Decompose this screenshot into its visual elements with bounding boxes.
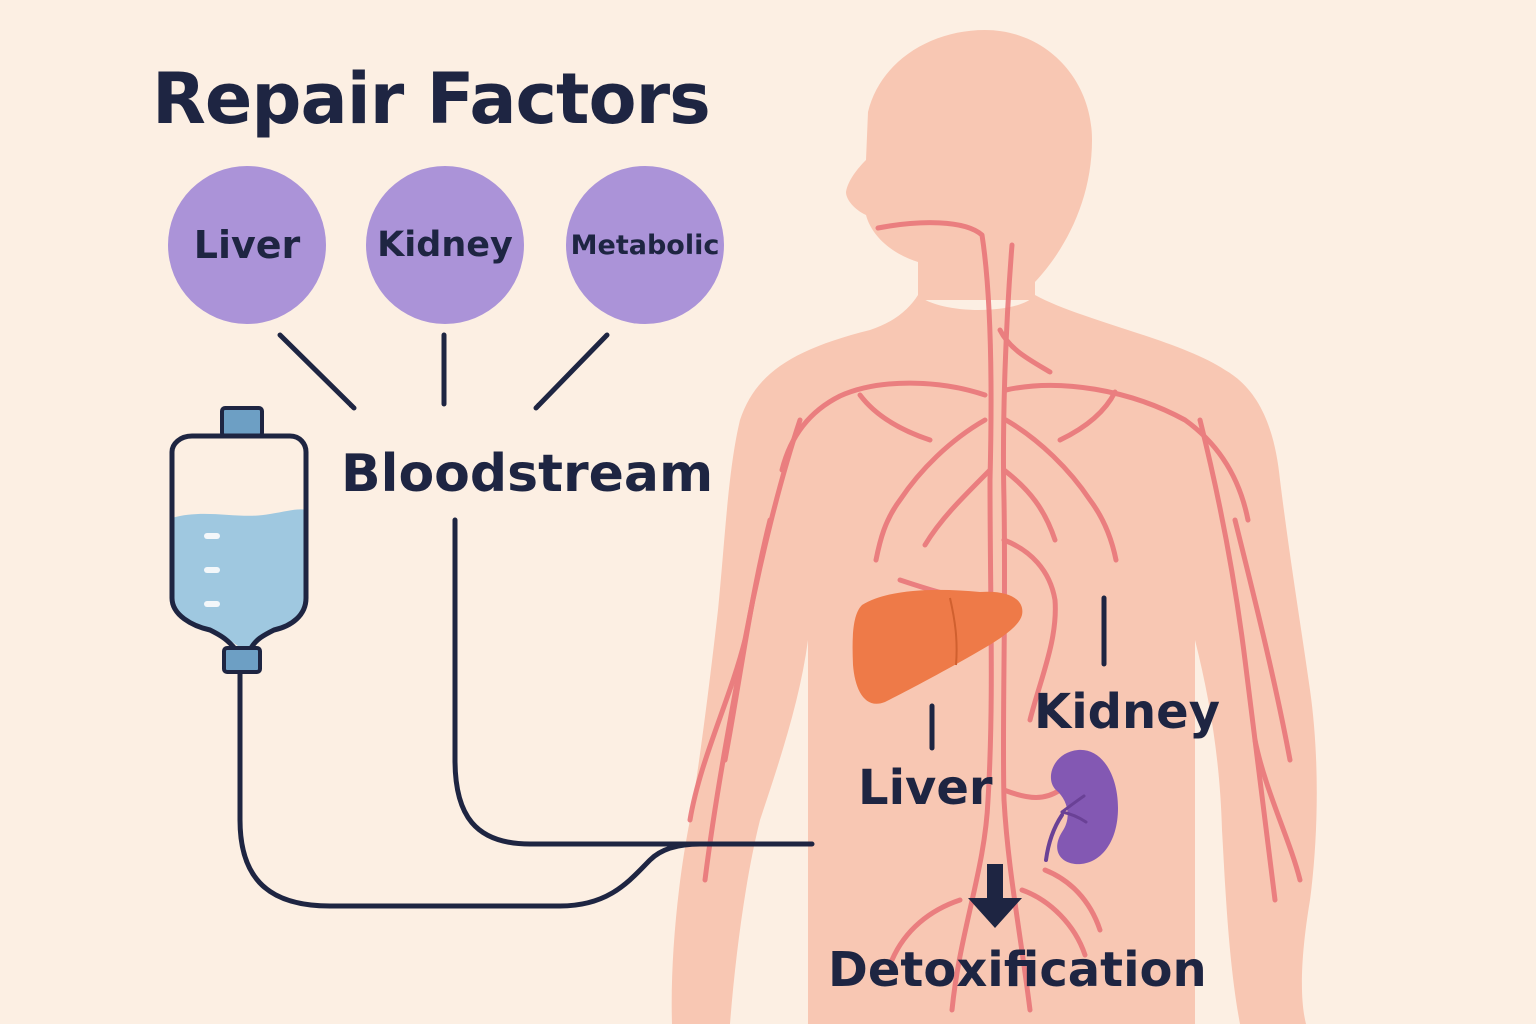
bloodstream-label: Bloodstream bbox=[341, 444, 714, 504]
iv-drip-bag bbox=[169, 406, 309, 674]
arrow-metabolic-factor bbox=[533, 332, 610, 411]
vessel-chest-left bbox=[873, 417, 988, 563]
factor-label-liver: Liver bbox=[193, 223, 301, 267]
factor-label-kidney: Kidney bbox=[377, 225, 513, 265]
iv-measure-mark-3 bbox=[204, 601, 220, 607]
vessel-chest-right-3 bbox=[1001, 467, 1058, 543]
detoxification-down-arrow bbox=[968, 864, 1022, 928]
factor-circle-metabolic: Metabolic bbox=[566, 166, 724, 324]
vessel-right-arm bbox=[1197, 417, 1278, 903]
factor-label-metabolic: Metabolic bbox=[570, 229, 720, 261]
flow-lines bbox=[237, 332, 1107, 909]
vessel-trunk-left bbox=[875, 220, 994, 1013]
vessel-chest-left-3 bbox=[922, 467, 993, 548]
vessel-left-forearm bbox=[687, 637, 748, 823]
vessel-lower-left bbox=[889, 897, 963, 963]
bloodstream-to-body-arrow bbox=[452, 517, 815, 847]
kidney-organ-label: Kidney bbox=[1034, 684, 1221, 740]
detoxification-label: Detoxification bbox=[828, 942, 1207, 998]
liver-organ bbox=[852, 589, 1023, 704]
iv-bag-fluid bbox=[172, 509, 306, 646]
human-body-silhouette bbox=[671, 30, 1317, 1024]
iv-bag-cap bbox=[220, 406, 264, 438]
factor-circle-liver: Liver bbox=[168, 166, 326, 324]
factor-circle-kidney: Kidney bbox=[366, 166, 524, 324]
liver-organ-label: Liver bbox=[858, 760, 993, 816]
vessel-lower-right-2 bbox=[1042, 867, 1103, 933]
arrow-liver-factor bbox=[277, 332, 357, 411]
blood-vessels bbox=[687, 220, 1303, 1013]
iv-tube-line bbox=[237, 671, 703, 909]
iv-drip-port bbox=[222, 646, 262, 674]
kidney-hilum bbox=[1060, 794, 1088, 824]
vessel-renal bbox=[1001, 537, 1058, 723]
diagram-title: Repair Factors bbox=[152, 58, 711, 140]
torso-and-arms bbox=[671, 295, 1317, 1024]
vessel-arch-right bbox=[1003, 382, 1251, 523]
liver-lobe-line bbox=[949, 597, 958, 666]
vessel-renal-artery bbox=[1001, 787, 1063, 800]
vessel-chest-right-2 bbox=[1057, 389, 1118, 443]
vessel-right-arm-branch bbox=[1232, 517, 1293, 763]
iv-measure-mark-1 bbox=[204, 533, 220, 539]
vessel-right-forearm bbox=[1252, 737, 1303, 883]
kidney-organ bbox=[1050, 749, 1118, 865]
vessel-neck-branch bbox=[997, 327, 1053, 375]
vessel-lower-right bbox=[1019, 887, 1088, 958]
iv-measure-mark-2 bbox=[204, 567, 220, 573]
vessel-chest-right bbox=[1003, 417, 1119, 563]
vessel-trunk-right bbox=[1000, 242, 1033, 1013]
vessel-chest-left-2 bbox=[857, 392, 933, 443]
ureter bbox=[1044, 813, 1064, 862]
head-and-neck bbox=[846, 30, 1092, 300]
